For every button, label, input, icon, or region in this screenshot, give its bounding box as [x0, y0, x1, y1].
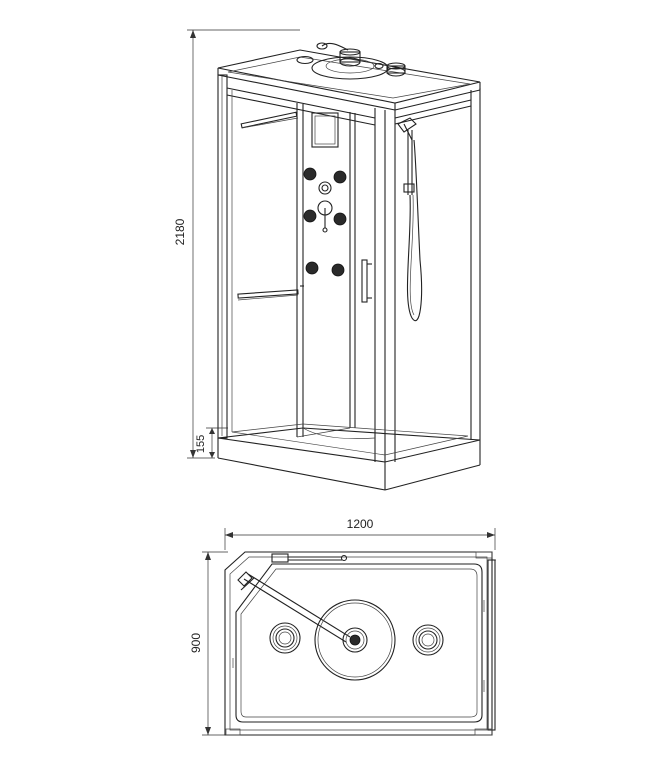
hand-shower [397, 117, 423, 321]
overhead-shower-fixture [296, 42, 406, 80]
tray-height-dimension: 155 [195, 427, 228, 458]
roof-light-right [412, 624, 444, 656]
massage-panel [296, 103, 356, 438]
cabin-frame [217, 74, 481, 462]
width-dimension: 1200 [224, 517, 496, 550]
depth-dimension: 900 [189, 551, 228, 736]
cabin-outline-top [224, 551, 496, 736]
corner-fixture [237, 571, 255, 591]
edge-marks [232, 600, 485, 692]
height-label: 2180 [173, 218, 187, 245]
rain-shower-top [314, 599, 396, 681]
tray-height-label: 155 [195, 435, 207, 453]
width-label: 1200 [347, 517, 374, 531]
top-towel-bar [271, 553, 348, 563]
towel-bars [237, 111, 299, 301]
depth-label: 900 [189, 633, 203, 653]
cabin-roof [217, 49, 481, 111]
shower-tray [217, 423, 481, 491]
height-dimension: 2180 [173, 29, 300, 459]
hose-top [243, 573, 351, 643]
front-view: 2180 155 [173, 29, 481, 491]
door-handle [361, 259, 372, 303]
roof-light-left [269, 622, 301, 654]
top-view: 1200 900 [189, 517, 496, 736]
